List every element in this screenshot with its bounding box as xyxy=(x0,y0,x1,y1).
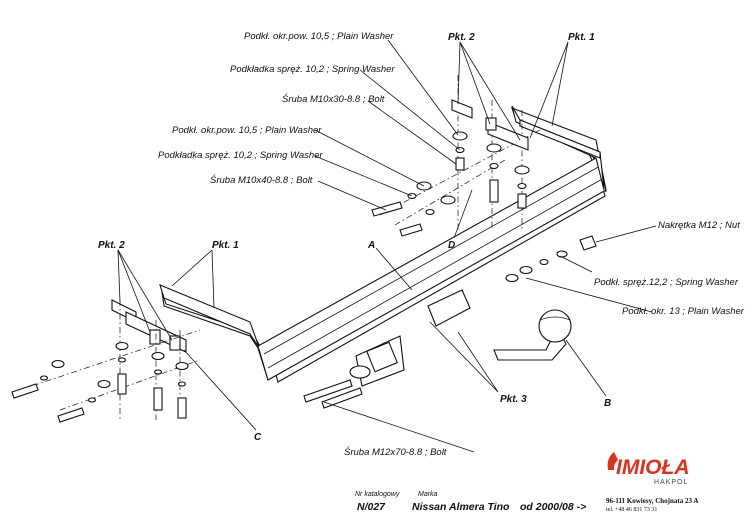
label-bolt-bottom: Śruba M12x70-8.8 ; Bolt xyxy=(344,446,447,458)
footer-brand-label: Marka xyxy=(418,491,438,498)
label-nut: Nakrętka M12 ; Nut xyxy=(658,220,740,231)
label-washer-top: Podkł. okr.pow. 10,5 ; Plain Washer xyxy=(244,31,394,42)
footer-address: 96-111 Kowiesy, Chojnata 23 A xyxy=(606,497,698,505)
label-a: A xyxy=(367,240,375,251)
label-pkt1-left: Pkt. 1 xyxy=(212,240,239,251)
footer-brand-value: Nissan Almera Tino xyxy=(412,501,510,513)
hardware-left xyxy=(11,341,189,423)
label-bolt-top: Śruba M10x30-8.8 ; Bolt xyxy=(282,93,385,105)
label-spring-top: Podkładka spręż. 10,2 ; Spring Washer xyxy=(230,64,395,75)
footer-date: od 2000/08 -> xyxy=(520,501,586,513)
label-washer-right: Podkł. okr. 13 ; Plain Washer xyxy=(622,306,745,317)
plates-top xyxy=(451,99,529,151)
label-pkt3: Pkt. 3 xyxy=(500,394,527,405)
logo-sub: HAKPOL xyxy=(654,479,688,486)
footer-catalog-label: Nr katalogowy xyxy=(355,491,400,498)
ball-mount xyxy=(303,235,597,409)
label-c: C xyxy=(254,432,262,443)
label-washer-mid: Podkł. okr.pow. 10,5 ; Plain Washer xyxy=(172,125,322,136)
company-logo: IMIOŁA HAKPOL xyxy=(607,452,690,486)
leader-lines xyxy=(117,39,657,453)
footer-catalog-value: N/027 xyxy=(357,501,386,513)
label-pkt2-top: Pkt. 2 xyxy=(448,32,475,43)
label-d: D xyxy=(448,240,455,251)
footer-phone: tel. +48 46 831 73 31 xyxy=(606,507,657,513)
left-bracket xyxy=(19,299,201,420)
label-pkt1-top: Pkt. 1 xyxy=(568,32,595,43)
logo-text: IMIOŁA xyxy=(616,456,690,479)
label-bolt-mid: Śruba M10x40-8.8 ; Bolt xyxy=(210,174,313,186)
label-spring-right: Podkł. spręż.12,2 ; Spring Washer xyxy=(594,277,739,288)
label-pkt2-left: Pkt. 2 xyxy=(98,240,125,251)
label-b: B xyxy=(604,398,611,409)
label-spring-mid: Podkładka spręż. 10,2 ; Spring Washer xyxy=(158,150,323,161)
hardware-top xyxy=(371,131,530,237)
